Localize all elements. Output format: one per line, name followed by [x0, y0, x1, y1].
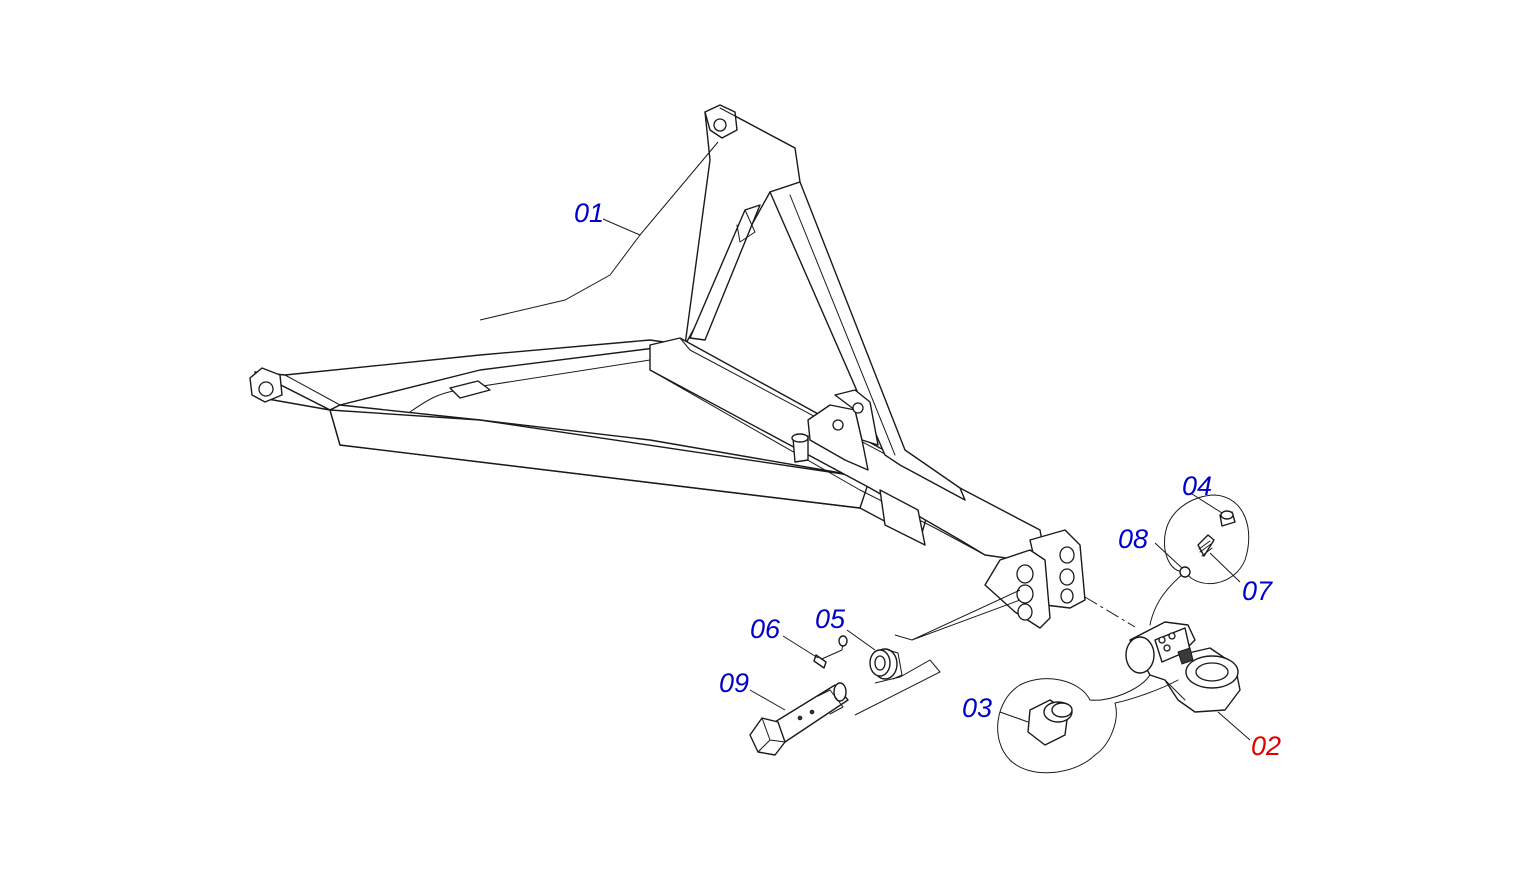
callout-07: 07 — [1242, 576, 1273, 606]
callout-01: 01 — [574, 198, 604, 228]
leader-07 — [1209, 552, 1241, 583]
assembly-line-09 — [854, 659, 941, 716]
axis-line — [1084, 596, 1136, 628]
leader-09 — [749, 689, 786, 711]
leader-01b — [479, 234, 641, 321]
linch-pin-part[interactable] — [813, 635, 848, 669]
assembly-line-05 — [894, 589, 1021, 641]
callout-02: 02 — [1251, 731, 1281, 761]
detail-bubble-lower — [997, 674, 1179, 774]
leader-01 — [602, 141, 719, 236]
leader-08 — [1154, 542, 1183, 569]
callout-06: 06 — [750, 614, 781, 644]
leader-04 — [1191, 493, 1223, 514]
callout-04: 04 — [1182, 471, 1212, 501]
callout-08: 08 — [1118, 524, 1148, 554]
pin-bolt-part[interactable] — [749, 682, 849, 756]
callout-03: 03 — [962, 693, 992, 723]
castle-nut-part[interactable] — [869, 648, 903, 680]
leader-03 — [999, 711, 1029, 723]
leader-05 — [846, 629, 876, 651]
a-frame-part[interactable] — [249, 104, 1086, 629]
leader-06 — [782, 635, 819, 659]
hitch-eye-part[interactable] — [1125, 621, 1241, 713]
callout-09: 09 — [719, 668, 749, 698]
callout-05: 05 — [815, 604, 846, 634]
detail-bubble-upper — [1149, 494, 1250, 626]
leader-02 — [1217, 711, 1251, 741]
